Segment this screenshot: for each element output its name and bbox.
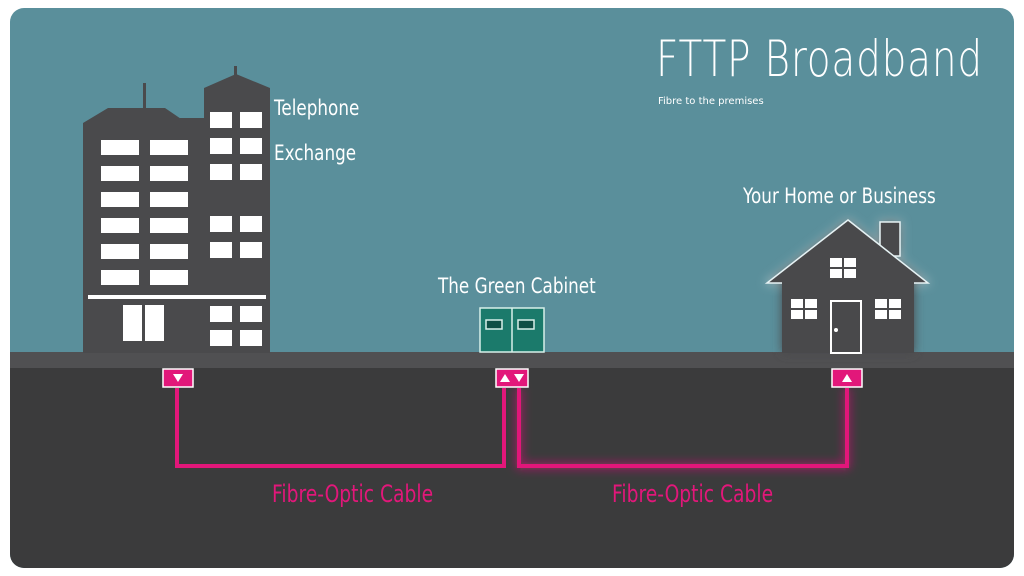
- diagram-frame: FTTP Broadband Fibre to the premises Tel…: [10, 8, 1014, 568]
- cabinet-label: The Green Cabinet: [438, 274, 596, 298]
- home-junction-box: [831, 368, 863, 388]
- cabinet-junction-box: [495, 368, 529, 388]
- home-door: [830, 300, 862, 354]
- home-windows: [791, 258, 901, 319]
- diagram-title: FTTP Broadband: [656, 30, 983, 88]
- exchange-junction-box: [162, 368, 194, 388]
- fibre-cable-2: [517, 388, 849, 468]
- diagram-subtitle: Fibre to the premises: [658, 96, 764, 107]
- road-surface: [10, 352, 1014, 368]
- underground: [10, 368, 1014, 568]
- fibre-cable-1: [175, 388, 506, 468]
- green-cabinet: [479, 307, 545, 353]
- fibre-cable-label-1: Fibre-Optic Cable: [272, 480, 434, 508]
- home-building: [764, 219, 931, 353]
- fibre-cable-label-2: Fibre-Optic Cable: [612, 480, 774, 508]
- diagram-canvas: [10, 66, 1014, 568]
- exchange-label-line2: Exchange: [274, 141, 357, 165]
- exchange-label-line1: Telephone: [274, 96, 360, 120]
- exchange-building: [83, 66, 270, 353]
- home-label: Your Home or Business: [743, 184, 936, 208]
